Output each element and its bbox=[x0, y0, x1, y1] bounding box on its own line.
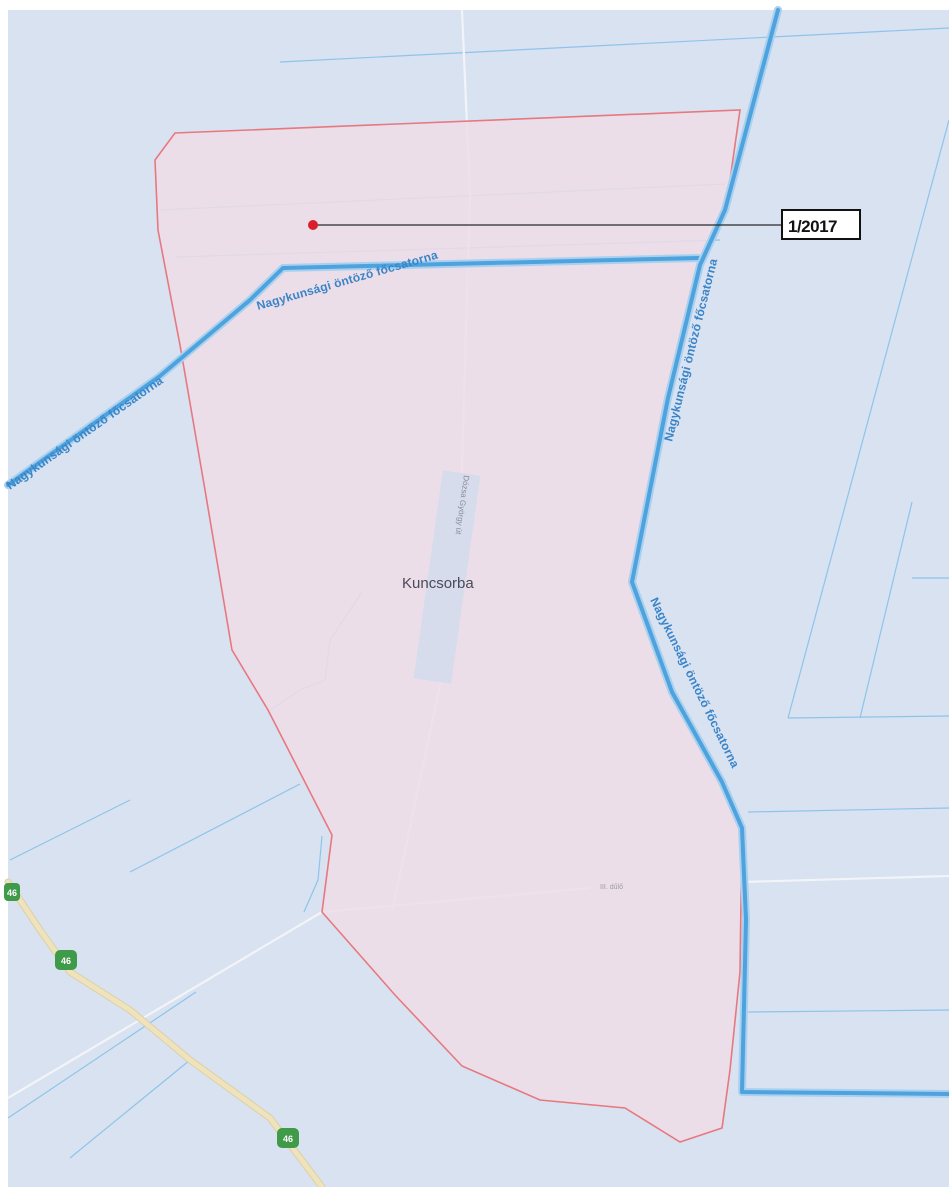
marker-label: 1/2017 bbox=[788, 217, 837, 236]
field-channel bbox=[9, 799, 131, 861]
field-channel bbox=[787, 715, 949, 719]
field-channel bbox=[747, 807, 949, 813]
field-channel bbox=[747, 1009, 949, 1013]
field-channel bbox=[129, 783, 301, 873]
route-46-shield-icon: 46 bbox=[277, 1128, 299, 1148]
route-46-road bbox=[4, 878, 326, 1187]
field-channel bbox=[279, 27, 949, 63]
locality-label: III. dűlő bbox=[600, 884, 623, 891]
route-shield-label: 46 bbox=[7, 888, 17, 898]
place-label: Kuncsorba bbox=[402, 575, 474, 592]
marker-callout[interactable]: 1/2017 bbox=[781, 209, 861, 240]
marker-dot-icon[interactable] bbox=[308, 220, 318, 230]
field-channel bbox=[7, 991, 197, 1119]
field-channel bbox=[787, 119, 949, 719]
route-46-shield-icon: 46 bbox=[4, 883, 20, 901]
field-channel bbox=[303, 835, 323, 913]
route-46-shield-icon: 46 bbox=[55, 950, 77, 970]
built-up-area bbox=[413, 470, 481, 684]
minor-road bbox=[7, 911, 323, 1099]
field-channel bbox=[69, 1059, 191, 1159]
minor-road bbox=[741, 874, 949, 884]
marker-callout-box bbox=[781, 209, 861, 240]
route-shield-label: 46 bbox=[61, 956, 71, 966]
field-channel bbox=[859, 501, 913, 719]
main-canal bbox=[4, 6, 949, 1098]
route-shield-label: 46 bbox=[283, 1134, 293, 1144]
